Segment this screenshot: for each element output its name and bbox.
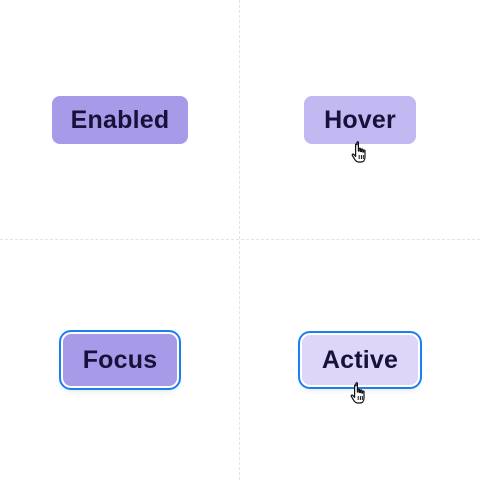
vertical-divider [239,0,240,480]
cell-active: Active [240,240,480,480]
cell-focus: Focus [0,240,240,480]
hover-button-label: Hover [324,105,396,134]
focus-button-label: Focus [82,345,158,374]
enabled-button[interactable]: Enabled [52,96,188,144]
active-button[interactable]: Active [302,335,418,385]
cell-enabled: Enabled [0,0,240,240]
horizontal-divider [0,239,480,240]
active-button-label: Active [321,345,399,374]
hover-button[interactable]: Hover [304,96,416,144]
enabled-button-label: Enabled [70,105,170,134]
focus-button[interactable]: Focus [63,334,177,386]
cell-hover: Hover [240,0,480,240]
